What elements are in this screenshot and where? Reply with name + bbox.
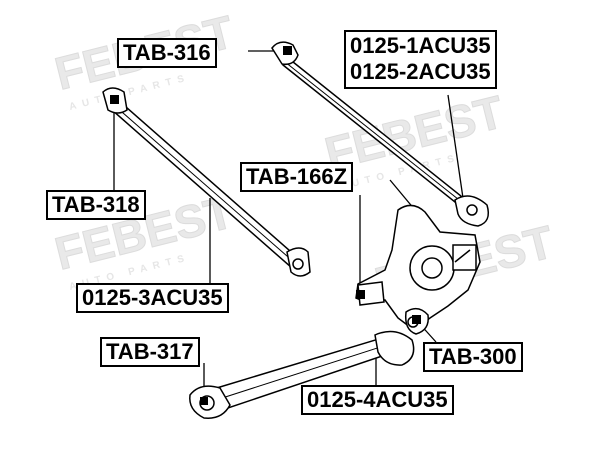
- label-tab-316: TAB-316: [117, 38, 217, 68]
- label-tab-318: TAB-318: [46, 190, 146, 220]
- label-0125-2acu35: 0125-2ACU35: [350, 59, 491, 85]
- label-tab-300: TAB-300: [423, 342, 523, 372]
- label-tab-166z: TAB-166Z: [240, 162, 354, 192]
- label-0125-3acu35: 0125-3ACU35: [76, 283, 229, 313]
- knuckle: [355, 204, 481, 335]
- callout-markers: [110, 46, 421, 405]
- lower-arm: [189, 330, 415, 419]
- label-tab-317: TAB-317: [100, 337, 200, 367]
- label-0125-4acu35: 0125-4ACU35: [301, 385, 454, 415]
- label-arm-0125-1-2: 0125-1ACU35 0125-2ACU35: [344, 30, 497, 89]
- label-0125-1acu35: 0125-1ACU35: [350, 33, 491, 58]
